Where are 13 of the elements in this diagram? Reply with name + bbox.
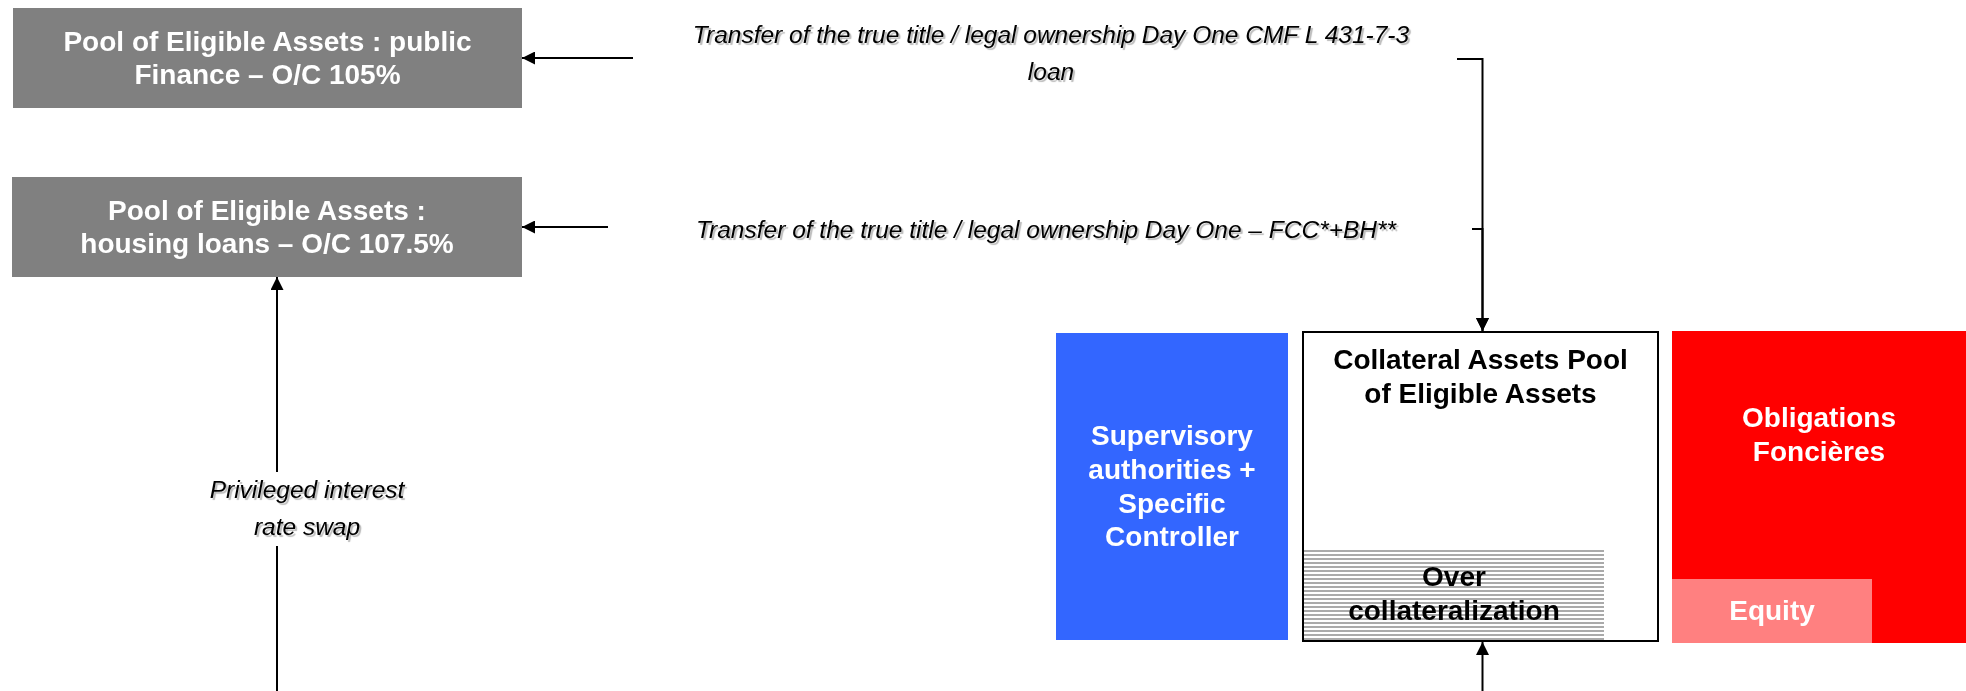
transfer-note: Transfer of the true title / legal ownership Day One – FCC*+BH** [665, 190, 1427, 270]
pool-box: Pool of Eligible Assets : housing loans – O/C 107.5% [12, 177, 522, 277]
transfer-note: Transfer of the true title / legal ownership Day One CMF L 431-7-3 loan [690, 14, 1412, 94]
arrow [1476, 641, 1489, 691]
arrow [1471, 228, 1489, 332]
arrow [521, 220, 609, 234]
equity-band: Equity [1672, 579, 1872, 643]
overcollateral-band: Over collateralization [1304, 548, 1604, 640]
collateral-box: Collateral Assets Pool of Eligible Assets Over collateralization [1302, 331, 1659, 642]
bond-box: Obligations Foncières Equity [1672, 331, 1966, 643]
arrow [521, 51, 634, 65]
authority-box: Supervisory authorities + Specific Controller [1056, 333, 1288, 640]
pool-box: Pool of Eligible Assets : public Finance – O/C 105% [13, 8, 522, 108]
